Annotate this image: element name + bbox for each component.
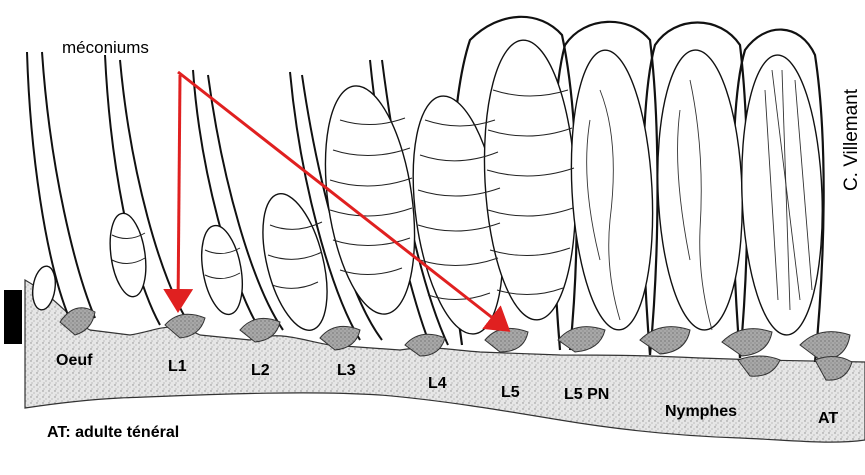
arrow-right-icon xyxy=(178,75,180,310)
meconium-annotation: méconiums xyxy=(62,38,149,58)
stage-label: Nymphes xyxy=(665,403,737,421)
stage-label: Oeuf xyxy=(56,352,92,370)
prepupa xyxy=(565,48,660,332)
author-credit: C. Villemant xyxy=(841,89,863,191)
pupa xyxy=(653,49,747,332)
larva-l2 xyxy=(251,187,339,336)
stage-label: L1 xyxy=(168,358,187,376)
stage-label: AT xyxy=(818,410,838,428)
stage-label: L2 xyxy=(251,362,270,380)
larva-l1-b xyxy=(195,222,248,317)
stage-label: L3 xyxy=(337,362,356,380)
stage-label: L4 xyxy=(428,375,447,393)
stage-label: L5 PN xyxy=(564,386,609,404)
stage-label: L5 xyxy=(501,384,520,402)
legend-text: AT: adulte ténéral xyxy=(47,424,179,442)
scale-marker xyxy=(4,290,22,344)
larva-l1-a xyxy=(105,211,150,299)
adult xyxy=(737,54,827,337)
